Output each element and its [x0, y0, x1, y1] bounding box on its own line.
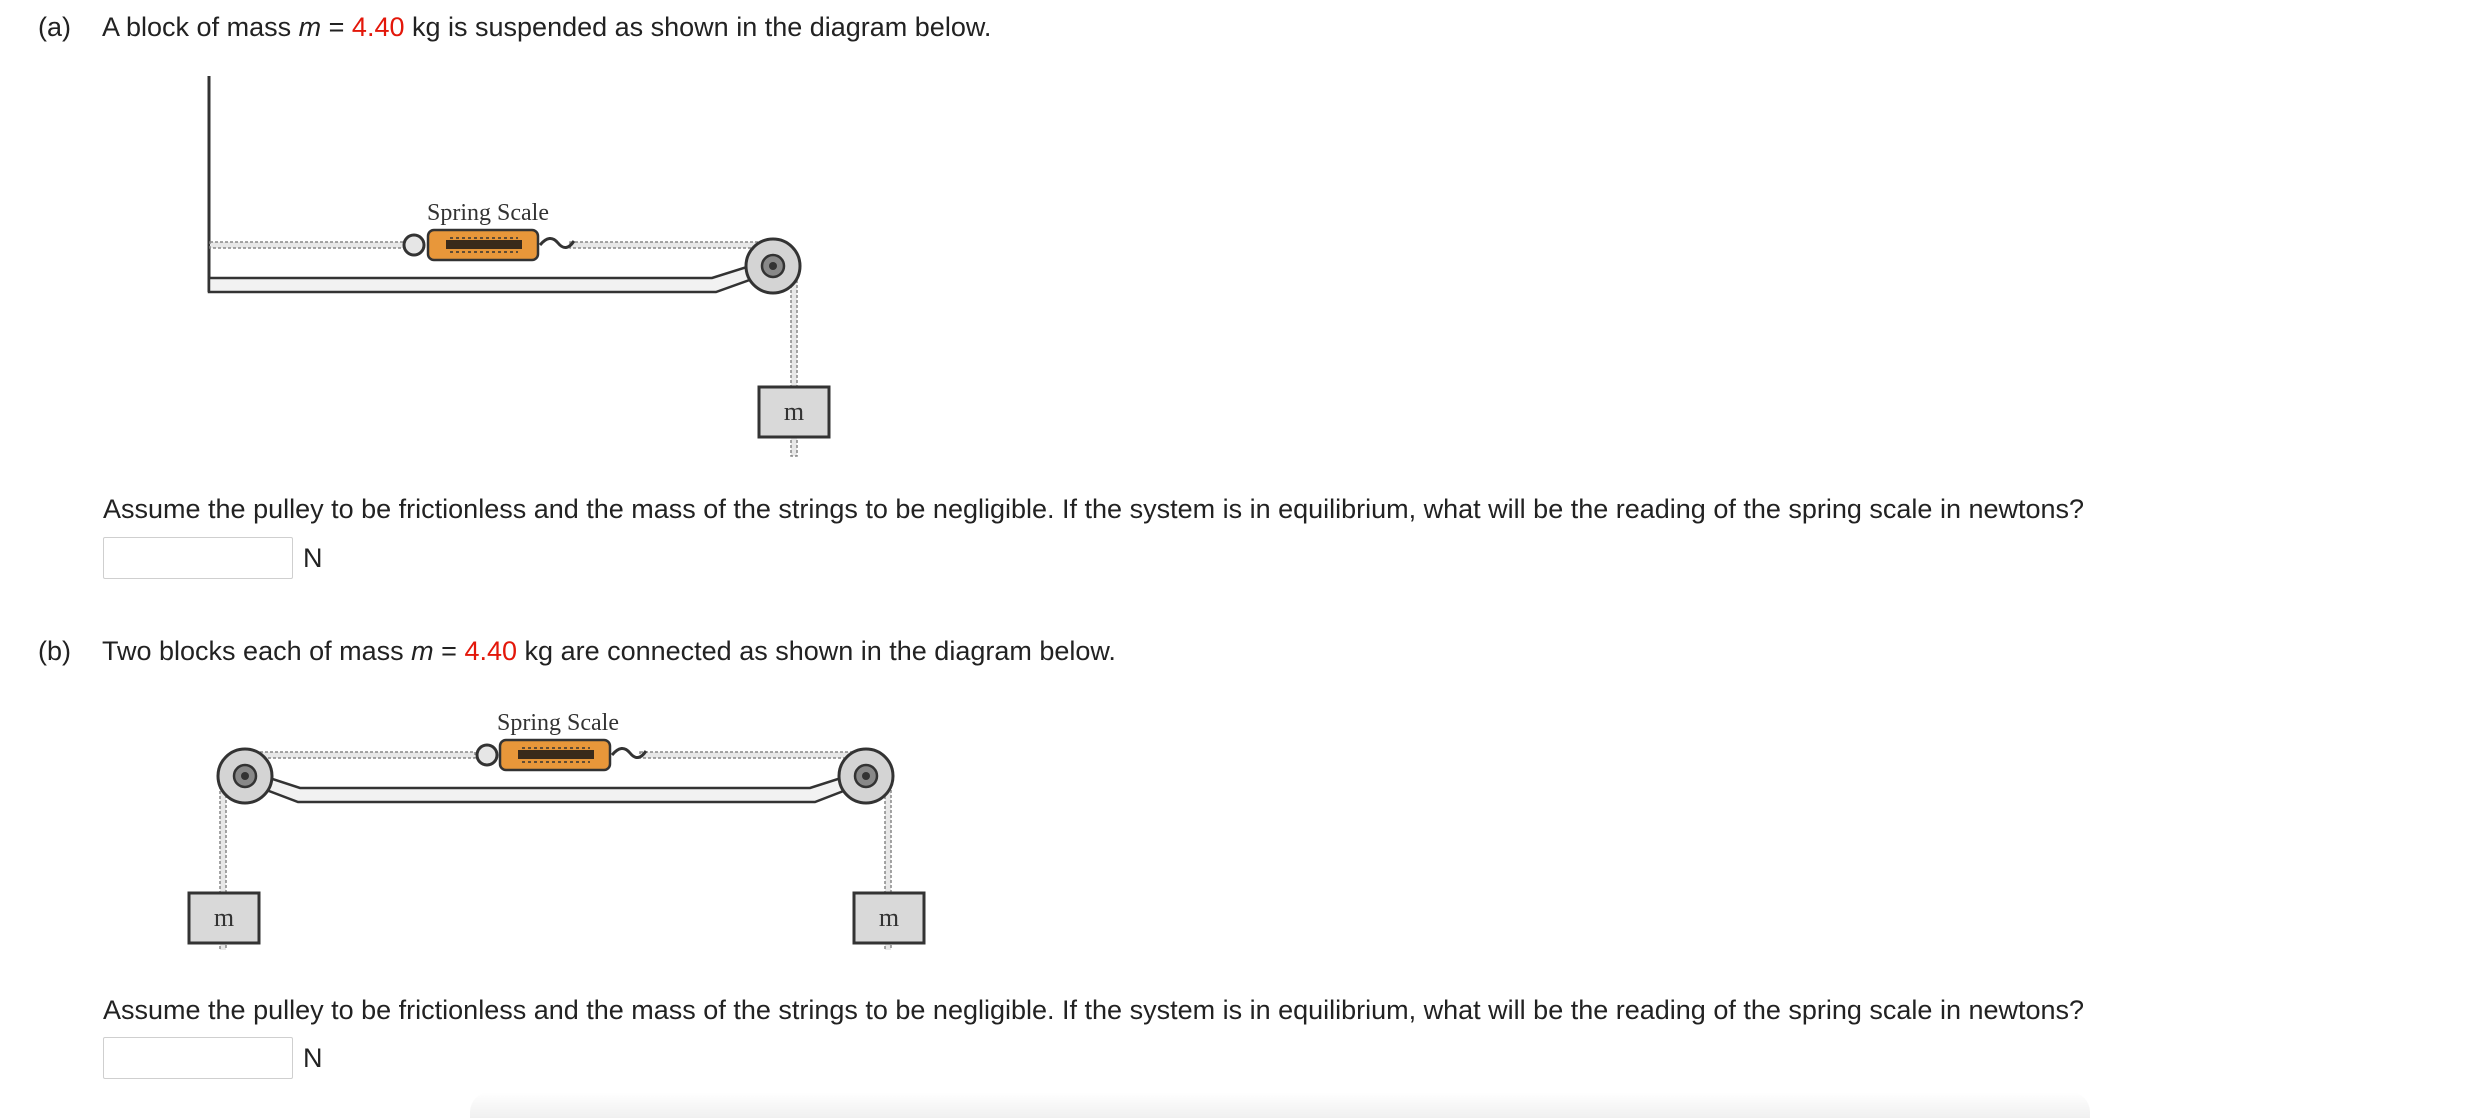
part-a-diagram: Spring Scale m	[207, 76, 831, 457]
part-a-intro-after: kg is suspended as shown in the diagram …	[412, 12, 992, 42]
part-b-header: (b) Two blocks each of mass m = 4.40 kg a…	[38, 634, 1116, 668]
spring-scale-label: Spring Scale	[497, 710, 619, 736]
part-b-prompt: Assume the pulley to be frictionless and…	[103, 995, 2085, 1025]
part-b-intro-after: kg are connected as shown in the diagram…	[524, 636, 1116, 666]
string-scale-to-pulley	[569, 241, 771, 249]
support-bar	[238, 768, 874, 804]
right-pulley	[837, 747, 895, 805]
string-scale-to-right-pulley	[639, 751, 871, 759]
part-b-mass-value: 4.40	[464, 636, 518, 666]
part-a-mass-value: 4.40	[351, 12, 405, 42]
part-a-label: (a)	[38, 12, 71, 42]
left-block-label: m	[214, 903, 234, 932]
part-a-unit: N	[303, 542, 323, 573]
hanging-block-label: m	[784, 397, 804, 426]
string-wall-to-scale	[209, 241, 411, 249]
spring-scale-label: Spring Scale	[427, 200, 549, 226]
part-b-intro-before: Two blocks each of mass	[102, 636, 404, 666]
part-a-intro-before: A block of mass	[102, 12, 292, 42]
left-block	[187, 891, 261, 945]
part-a-header: (a) A block of mass m = 4.40 kg is suspen…	[38, 10, 991, 44]
part-b-answer-row: N	[103, 1036, 323, 1080]
part-a-prompt: Assume the pulley to be frictionless and…	[103, 494, 2085, 524]
part-a-variable: m	[298, 12, 322, 42]
spring-scale	[475, 738, 648, 772]
part-b-equals: =	[441, 636, 457, 666]
part-b-variable: m	[411, 636, 434, 666]
part-a-equals: =	[328, 12, 345, 42]
left-pulley	[216, 747, 274, 805]
hanging-block	[757, 385, 831, 439]
pulley	[744, 237, 802, 295]
part-a-answer-input[interactable]	[103, 537, 293, 579]
part-a-answer-row: N	[103, 536, 323, 580]
bottom-shadow	[470, 1092, 2090, 1118]
part-b-unit: N	[303, 1042, 323, 1073]
string-left-pulley-to-scale	[244, 751, 476, 759]
right-block-label: m	[879, 903, 899, 932]
part-b-label: (b)	[38, 636, 71, 666]
part-b-diagram: Spring Scale m m	[187, 710, 926, 950]
part-b-answer-input[interactable]	[103, 1037, 293, 1079]
support-bar	[207, 259, 774, 294]
spring-scale	[402, 228, 576, 262]
right-block	[852, 891, 926, 945]
